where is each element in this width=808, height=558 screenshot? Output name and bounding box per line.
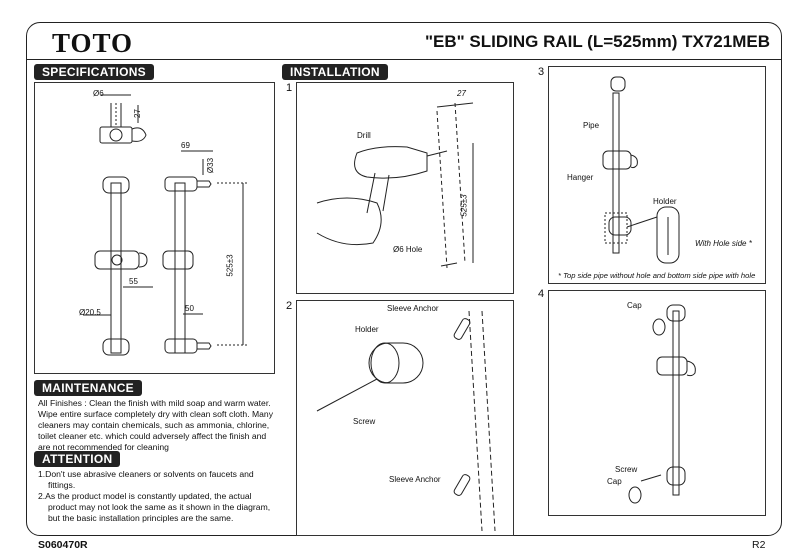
step-4-number: 4 xyxy=(538,288,545,300)
hole-label: Ø6 Hole xyxy=(393,245,423,254)
specifications-heading: SPECIFICATIONS xyxy=(34,64,154,80)
hanger-holder-illustration xyxy=(602,76,680,264)
dim-pipe-diameter: Ø20.5 xyxy=(79,308,101,317)
revision-label: R2 xyxy=(752,539,766,551)
holder-label-3: Holder xyxy=(653,197,677,206)
drill-label: Drill xyxy=(357,131,371,140)
dim-69: 69 xyxy=(181,141,190,150)
step-1-panel: Drill 27 525±3 Ø6 Hole xyxy=(296,82,514,294)
brand-logo: TOTO xyxy=(52,28,134,58)
holder-mounting-illustration xyxy=(316,310,496,532)
screw-label-4: Screw xyxy=(615,465,638,474)
header-divider xyxy=(26,59,782,60)
cap-fitting-illustration xyxy=(628,304,696,504)
hanger-label: Hanger xyxy=(567,173,594,182)
step-1-dim-27: 27 xyxy=(457,89,466,98)
pipe-orientation-note: * Top side pipe without hole and bottom … xyxy=(558,271,756,280)
specification-drawing xyxy=(83,94,247,356)
hole-side-label: With Hole side * xyxy=(695,239,752,248)
step-2-panel: Sleeve Anchor Holder Screw Sleeve Anchor xyxy=(296,300,514,536)
dim-50: 50 xyxy=(185,304,194,313)
step-2-number: 2 xyxy=(286,300,293,312)
screw-label: Screw xyxy=(353,417,376,426)
attention-item-2: 2.As the product model is constantly upd… xyxy=(38,490,271,523)
specifications-panel: Ø6 27 69 Ø33 525±3 55 50 Ø20.5 xyxy=(34,82,275,374)
dim-27: 27 xyxy=(132,109,142,118)
dim-33: Ø33 xyxy=(206,157,216,174)
document-title: "EB" SLIDING RAIL (L=525mm) TX721MEB xyxy=(424,32,770,51)
document-code: S060470R xyxy=(38,539,88,551)
pipe-label: Pipe xyxy=(583,121,600,130)
attention-heading: ATTENTION xyxy=(34,451,121,467)
step-1-dim-525: 525±3 xyxy=(459,194,469,217)
step-1-number: 1 xyxy=(286,82,293,94)
cap-top-label: Cap xyxy=(627,301,642,310)
maintenance-text: All Finishes : Clean the finish with mil… xyxy=(38,398,276,453)
attention-item-1: 1.Don't use abrasive cleaners or solvent… xyxy=(38,469,254,490)
dim-hole-diameter: Ø6 xyxy=(93,89,104,98)
dim-525: 525±3 xyxy=(225,254,235,277)
drilling-illustration xyxy=(316,102,474,269)
step-3-panel: Pipe Hanger Holder With Hole side * * To… xyxy=(548,66,766,284)
cap-bottom-label: Cap xyxy=(607,477,622,486)
sleeve-anchor-bottom-label: Sleeve Anchor xyxy=(389,475,441,484)
step-3-number: 3 xyxy=(538,66,545,78)
step-4-panel: Cap Screw Cap xyxy=(548,290,766,516)
attention-list: 1.Don't use abrasive cleaners or solvent… xyxy=(38,469,276,524)
holder-label: Holder xyxy=(355,325,379,334)
sleeve-anchor-top-label: Sleeve Anchor xyxy=(387,304,439,313)
maintenance-paragraph: All Finishes : Clean the finish with mil… xyxy=(38,398,273,452)
dim-55: 55 xyxy=(129,277,138,286)
maintenance-heading: MAINTENANCE xyxy=(34,380,142,396)
installation-heading: INSTALLATION xyxy=(282,64,388,80)
